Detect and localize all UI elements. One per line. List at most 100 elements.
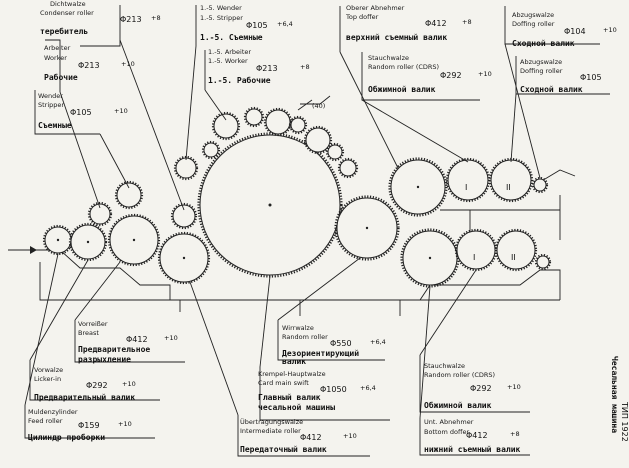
svg-text:Stauchwalze: Stauchwalze <box>424 362 465 370</box>
svg-text:Breast: Breast <box>78 329 99 337</box>
svg-text:Condenser roller: Condenser roller <box>40 9 94 17</box>
svg-text:Worker: Worker <box>44 54 67 62</box>
label-condenser-roller: Dichtwalze Condenser roller Φ213 +8 тере… <box>40 0 161 36</box>
svg-text:+10: +10 <box>114 107 128 115</box>
svg-text:Съемные: Съемные <box>38 121 72 130</box>
svg-text:Feed roller: Feed roller <box>28 417 63 425</box>
svg-text:Oberer Abnehmer: Oberer Abnehmer <box>346 4 405 12</box>
svg-text:Abzugswalze: Abzugswalze <box>520 58 562 66</box>
svg-text:Stauchwalze: Stauchwalze <box>368 54 409 62</box>
svg-text:Φ104: Φ104 <box>564 27 586 36</box>
svg-text:Licker-in: Licker-in <box>34 375 61 383</box>
svg-text:Φ412: Φ412 <box>126 335 148 344</box>
svg-text:II: II <box>511 253 516 262</box>
svg-text:Φ159: Φ159 <box>78 421 100 430</box>
svg-text:Card main swift: Card main swift <box>258 379 309 387</box>
svg-text:Φ105: Φ105 <box>580 73 602 82</box>
svg-text:Random roller: Random roller <box>282 333 328 341</box>
svg-text:+8: +8 <box>300 63 310 71</box>
bottom-doffing-roller <box>534 253 552 271</box>
svg-text:Φ412: Φ412 <box>466 431 488 440</box>
label-licker-in: Vorwalze Licker-in Φ292 +10 Предваритель… <box>34 366 136 402</box>
angle-marker-label: (40) <box>312 102 325 110</box>
label-intermediate-roller: Übertragungswalze Intermediate roller Φ4… <box>240 417 357 454</box>
fancy-random-roller <box>334 195 400 261</box>
svg-text:верхний съемный валик: верхний съемный валик <box>346 33 447 42</box>
svg-text:нижний съемный валик: нижний съемный валик <box>424 445 521 454</box>
svg-text:Übertragungswalze: Übertragungswalze <box>240 417 303 426</box>
svg-text:+8: +8 <box>151 14 161 22</box>
svg-text:Главный валик: Главный валик <box>258 393 321 402</box>
svg-text:Random roller (CDRS): Random roller (CDRS) <box>424 371 495 379</box>
svg-text:Φ105: Φ105 <box>70 108 92 117</box>
label-feed-roller: Muldenzylinder Feed roller Φ159 +10 Цили… <box>28 408 132 442</box>
label-card-main-swift: Krempel-Hauptwalze Card main swift Φ1050… <box>258 370 376 412</box>
svg-text:Цилиндр проборки: Цилиндр проборки <box>28 432 105 442</box>
svg-text:Дезориентирующий: Дезориентирующий <box>282 349 359 358</box>
condenser-roller-2 <box>173 155 199 181</box>
svg-text:I: I <box>473 253 475 262</box>
svg-text:теребитель: теребитель <box>40 26 88 36</box>
svg-text:+8: +8 <box>510 430 520 438</box>
svg-text:Обжимной валик: Обжимной валик <box>368 84 436 94</box>
svg-text:Φ1050: Φ1050 <box>320 385 347 394</box>
side-caption-type: ТИП 1922 <box>620 401 629 442</box>
side-caption-title: Чесальная машина <box>610 356 619 433</box>
svg-text:1.-5. Wender: 1.-5. Wender <box>200 4 242 12</box>
svg-text:+6,4: +6,4 <box>360 384 376 392</box>
svg-text:+6,4: +6,4 <box>370 338 386 346</box>
svg-text:Doffing roller: Doffing roller <box>512 20 555 28</box>
label-stripper-1-5: 1.-5. Wender 1.-5. Stripper Φ105 +6,4 1.… <box>200 4 293 42</box>
svg-text:+10: +10 <box>478 70 492 78</box>
svg-text:+10: +10 <box>122 380 136 388</box>
bottom-random-roller-II: II <box>494 228 538 272</box>
breast-stripper-roller <box>114 180 144 210</box>
svg-text:Krempel-Hauptwalze: Krempel-Hauptwalze <box>258 370 326 378</box>
bottom-random-roller-I: I <box>454 228 498 272</box>
svg-text:+6,4: +6,4 <box>277 20 293 28</box>
side-caption: Чесальная машина ТИП 1922 <box>610 356 629 442</box>
top-random-roller-I: I <box>445 157 491 203</box>
svg-text:Φ412: Φ412 <box>425 19 447 28</box>
svg-text:1.-5. Съемные: 1.-5. Съемные <box>200 33 263 42</box>
intermediate-roller <box>157 231 211 285</box>
svg-text:Vorreißer: Vorreißer <box>78 320 108 328</box>
svg-text:I: I <box>465 183 467 192</box>
svg-text:Φ213: Φ213 <box>256 64 278 73</box>
top-doffer <box>388 157 448 217</box>
leader-lines <box>24 5 610 457</box>
card-main-swift <box>197 132 343 278</box>
label-doffing-roller-2: Abzugswalze Doffing roller Φ105 Сходной … <box>520 58 602 94</box>
svg-text:разрыхление: разрыхление <box>78 355 131 364</box>
svg-text:Рабочие: Рабочие <box>44 72 78 82</box>
condenser-roller <box>170 202 198 230</box>
svg-text:Wirrwalze: Wirrwalze <box>282 324 314 332</box>
label-doffing-roller-top: Abzugswalze Doffing roller Φ104 +10 Сход… <box>512 11 617 48</box>
svg-text:+10: +10 <box>603 26 617 34</box>
svg-text:+10: +10 <box>343 432 357 440</box>
svg-text:+10: +10 <box>164 334 178 342</box>
svg-text:валик: валик <box>282 357 306 366</box>
svg-text:Stripper: Stripper <box>38 101 64 109</box>
svg-text:Обжимной валик: Обжимной валик <box>424 400 492 410</box>
feed-arrow-icon <box>8 246 37 254</box>
svg-text:1.-5. Arbeiter: 1.-5. Arbeiter <box>208 48 251 56</box>
svg-text:Φ213: Φ213 <box>78 61 100 70</box>
top-workers-strippers <box>201 106 359 179</box>
svg-text:Φ292: Φ292 <box>440 71 462 80</box>
svg-text:Φ213: Φ213 <box>120 15 142 24</box>
svg-text:Φ292: Φ292 <box>86 381 108 390</box>
svg-text:Abzugswalze: Abzugswalze <box>512 11 554 19</box>
svg-text:Сходной валик: Сходной валик <box>520 85 583 94</box>
svg-text:+10: +10 <box>118 420 132 428</box>
svg-text:Muldenzylinder: Muldenzylinder <box>28 408 78 416</box>
svg-text:Dichtwalze: Dichtwalze <box>50 0 86 8</box>
svg-text:Unt. Abnehmer: Unt. Abnehmer <box>424 418 474 426</box>
machine-frame <box>20 169 576 316</box>
svg-text:II: II <box>506 183 511 192</box>
breast-roller <box>107 213 161 267</box>
svg-text:Doffing roller: Doffing roller <box>520 67 563 75</box>
svg-text:Φ105: Φ105 <box>246 21 268 30</box>
